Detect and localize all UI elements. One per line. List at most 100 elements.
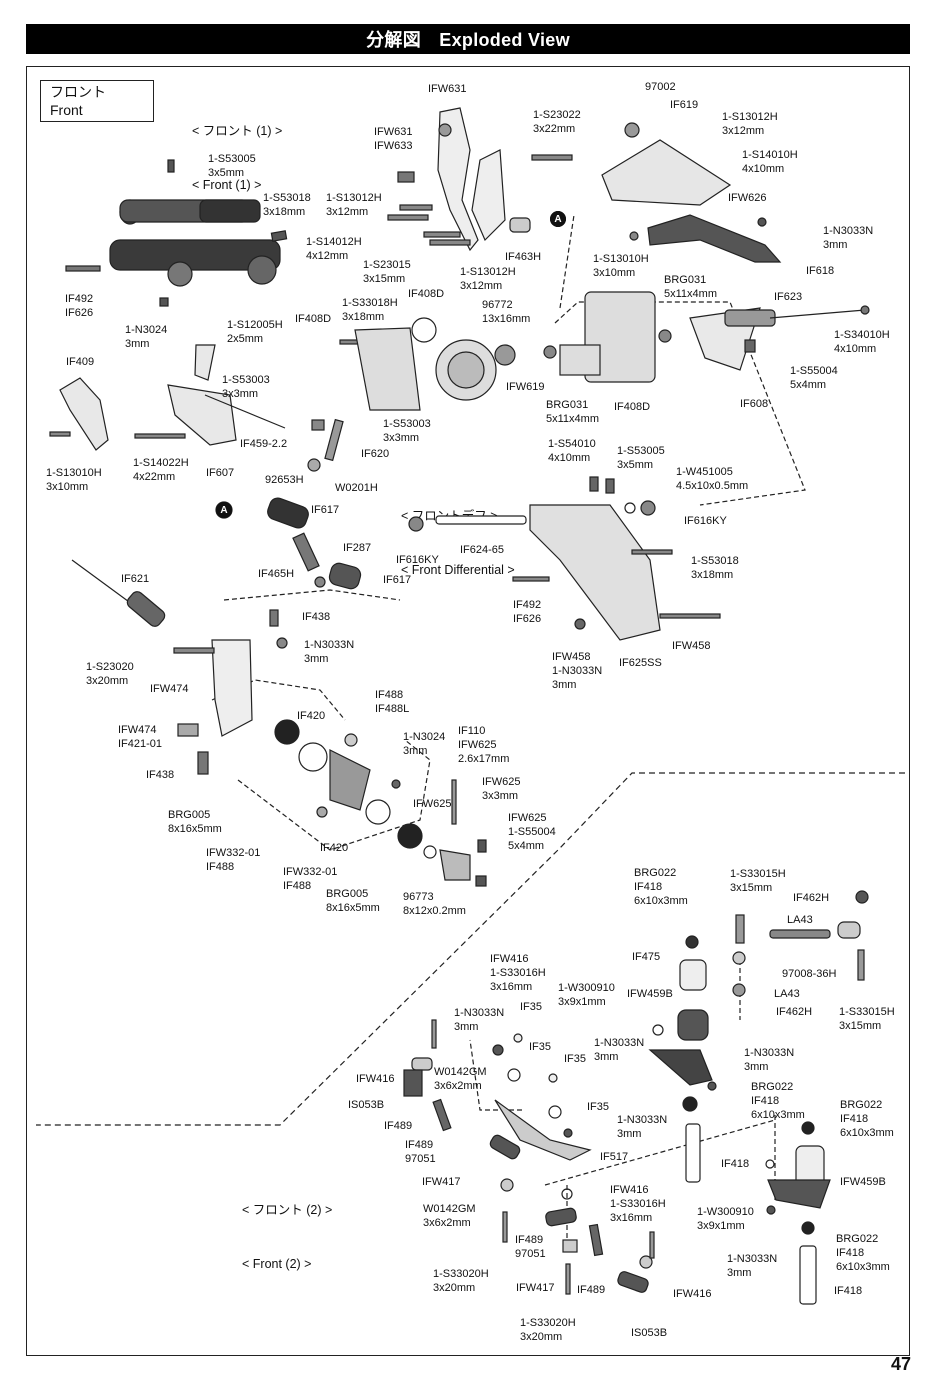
part-label: 97002 [645, 81, 676, 93]
section-front1-en: < Front (1) > [192, 178, 262, 192]
part-label: IF617 [311, 504, 340, 516]
part-label: IF623 [774, 291, 803, 303]
part-label: BRG031 5x11x4mm [546, 399, 599, 425]
part-label: IF462H [793, 892, 830, 904]
page-title: 分解図 Exploded View [366, 30, 570, 50]
part-label: IFW619 [506, 381, 545, 393]
part-label: 1-S23015 3x15mm [363, 259, 411, 285]
part-label: IF420 [320, 842, 349, 854]
part-label: 1-S14010H 4x10mm [742, 149, 798, 175]
part-label: 1-S13012H 3x12mm [460, 266, 516, 292]
callout-marker-a-top: A [550, 211, 566, 227]
part-label: IS053B [348, 1099, 385, 1111]
part-label: BRG022 IF418 6x10x3mm [836, 1233, 890, 1273]
part-label: IFW332-01 IF488 [206, 847, 261, 873]
part-label: IF492 IF626 [65, 293, 94, 319]
part-label: 1-N3033N 3mm [454, 1007, 505, 1033]
part-label: IF488 IF488L [375, 689, 410, 715]
part-label: IFW458 1-N3033N 3mm [552, 651, 603, 691]
part-label: IF35 [529, 1041, 552, 1053]
part-label: 1-S53018 3x18mm [263, 192, 311, 218]
part-label: IF438 [146, 769, 175, 781]
page-number: 47 [890, 1354, 911, 1374]
part-label: 1-S12005H 2x5mm [227, 319, 283, 345]
part-label: LA43 [787, 914, 813, 926]
part-label: IF35 [564, 1053, 587, 1065]
part-label: 1-S13010H 3x10mm [593, 253, 649, 279]
section-front2-en: < Front (2) > [242, 1257, 312, 1271]
part-label: 1-S53003 3x3mm [383, 418, 431, 444]
part-label: 1-S34010H 4x10mm [834, 329, 890, 355]
part-label: IFW625 [413, 798, 452, 810]
section-front-diff-en: < Front Differential > [401, 563, 515, 577]
part-label: IFW631 [428, 83, 467, 95]
part-label: 92653H [265, 474, 304, 486]
part-label: IF409 [66, 356, 95, 368]
part-label: 1-N3033N 3mm [727, 1253, 778, 1279]
part-label: 1-N3033N 3mm [594, 1037, 645, 1063]
part-label: 1-W451005 4.5x10x0.5mm [676, 466, 749, 492]
part-label: IF475 [632, 951, 661, 963]
front-box-jp: フロント [50, 84, 106, 100]
part-label: IFW625 3x3mm [482, 776, 521, 802]
part-label: 1-N3024 3mm [403, 731, 446, 757]
part-label: IF492 IF626 [513, 599, 542, 625]
part-label: BRG005 8x16x5mm [326, 888, 380, 914]
part-label: 1-N3033N 3mm [617, 1114, 668, 1140]
part-label: IF621 [121, 573, 150, 585]
part-label: IFW416 1-S33016H 3x16mm [490, 953, 546, 993]
part-label: IFW458 [672, 640, 711, 652]
part-label: 1-N3033N 3mm [304, 639, 355, 665]
section-front1-heading: < フロント (1) > < Front (1) > [192, 86, 282, 212]
part-label: 1-S13012H 3x12mm [326, 192, 382, 218]
callout-marker-a-left: A [216, 502, 232, 518]
part-label: IF35 [587, 1101, 610, 1113]
part-label: LA43 [774, 988, 800, 1000]
part-label: IFW474 IF421-01 [118, 724, 163, 750]
part-label: IFW459B [627, 988, 673, 1000]
part-label: IF489 97051 [405, 1139, 436, 1165]
part-label: 96772 13x16mm [482, 299, 531, 325]
part-label: IF517 [600, 1151, 629, 1163]
part-label: 1-S53018 3x18mm [691, 555, 739, 581]
part-label: 96773 8x12x0.2mm [403, 891, 466, 917]
part-label: 1-S33015H 3x15mm [730, 868, 786, 894]
part-label: 1-S33020H 3x20mm [433, 1268, 489, 1294]
part-label: 1-N3024 3mm [125, 324, 168, 350]
part-label: 1-W300910 3x9x1mm [558, 982, 615, 1008]
part-label: W0201H [335, 482, 378, 494]
section-front2-jp: < フロント (2) > [242, 1203, 333, 1217]
front-box-en: Front [50, 102, 83, 118]
part-label: IF619 [670, 99, 699, 111]
part-label: IF459-2.2 [240, 438, 288, 450]
part-label: BRG022 IF418 6x10x3mm [840, 1099, 894, 1139]
part-label: IF624-65 [460, 544, 505, 556]
part-label: BRG022 IF418 6x10x3mm [751, 1081, 805, 1121]
part-label: IF465H [258, 568, 295, 580]
part-label: IFW459B [840, 1176, 886, 1188]
part-label: IFW417 [516, 1282, 555, 1294]
diagram-frame [26, 66, 910, 1356]
page-title-bar: 分解図 Exploded View [26, 24, 910, 54]
section-front2-heading: < フロント (2) > < Front (2) > [242, 1165, 332, 1291]
part-label: 1-S55004 5x4mm [790, 365, 838, 391]
part-label: IF420 [297, 710, 326, 722]
part-label: 1-S14012H 4x12mm [306, 236, 362, 262]
section-front1-jp: < フロント (1) > [192, 124, 283, 138]
part-label: W0142GM 3x6x2mm [423, 1203, 476, 1229]
part-label: IF489 97051 [515, 1234, 546, 1260]
part-label: 1-S13010H 3x10mm [46, 467, 102, 493]
part-label: IFW474 [150, 683, 189, 695]
part-label: IFW417 [422, 1176, 461, 1188]
part-label: IF110 IFW625 2.6x17mm [458, 725, 510, 765]
part-label: IF462H [776, 1006, 813, 1018]
part-label: IS053B [631, 1327, 668, 1339]
part-label: IFW625 1-S55004 5x4mm [508, 812, 556, 852]
part-label: IF618 [806, 265, 835, 277]
part-label: 1-N3033N 3mm [823, 225, 874, 251]
part-label: IF463H [505, 251, 542, 263]
part-label: IFW631 IFW633 [374, 126, 413, 152]
part-label: 1-S23020 3x20mm [86, 661, 134, 687]
front-box: フロント Front [40, 80, 154, 122]
part-label: 1-S33020H 3x20mm [520, 1317, 576, 1343]
